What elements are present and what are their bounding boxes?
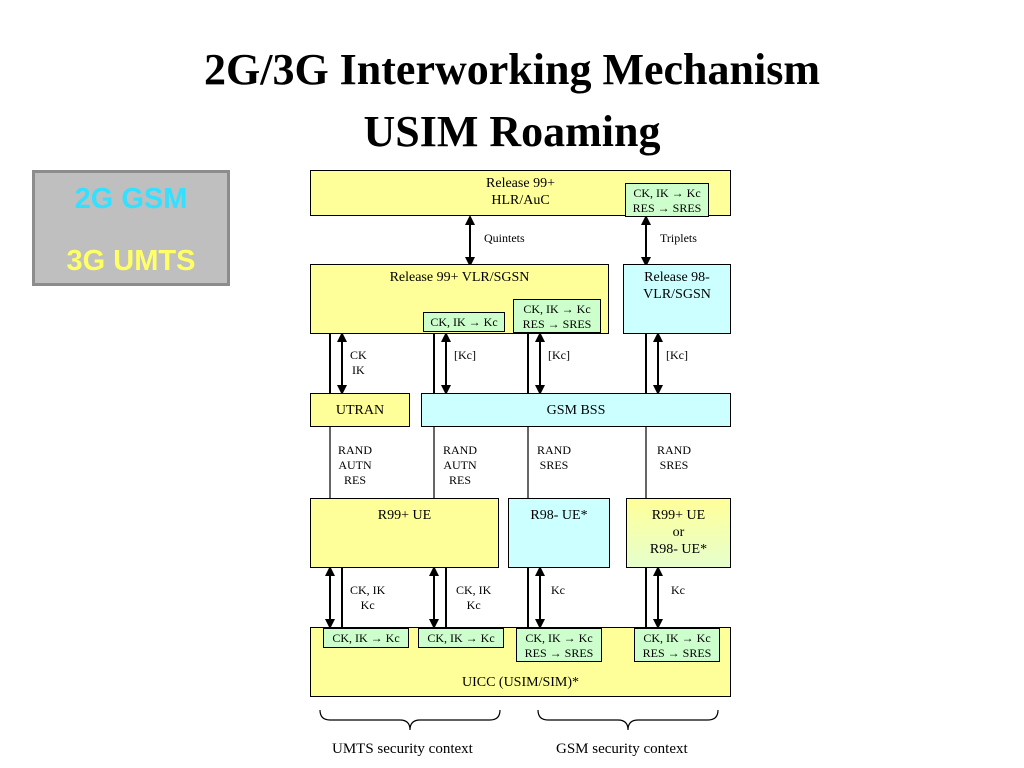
kc-label-2: [Kc]	[548, 348, 570, 362]
air-label-2: RAND AUTN RES	[443, 443, 478, 487]
uicc-conversion-box-4: CK, IK → Kc RES → SRES	[634, 628, 720, 662]
uicc-conversion-box-3: CK, IK → Kc RES → SRES	[516, 628, 602, 662]
umts-security-context-caption: UMTS security context	[332, 741, 473, 757]
quintets-label: Quintets	[484, 231, 525, 245]
utran-node: UTRAN	[310, 393, 410, 427]
ckik-label: CK IK	[350, 348, 367, 377]
uicc-conversion-box-2: CK, IK → Kc	[418, 628, 504, 648]
ue-uicc-label-3: Kc	[551, 583, 565, 597]
legend-3g-umts: 3G UMTS	[66, 245, 196, 277]
air-label-1: RAND AUTN RES	[338, 443, 373, 487]
vlr99-conversion-box-1: CK, IK → Kc	[423, 312, 505, 332]
ue-uicc-label-2: CK, IK Kc	[456, 583, 492, 612]
legend-2g-gsm: 2G GSM	[74, 183, 188, 215]
r98-ue-node: R98- UE*	[508, 498, 610, 568]
r99-ue-node: R99+ UE	[310, 498, 499, 568]
color-legend: 2G GSM 3G UMTS	[32, 170, 230, 286]
slide-title-line-2: USIM Roaming	[363, 107, 661, 156]
r99-or-r98-ue-node: R99+ UE or R98- UE*	[626, 498, 731, 568]
ue-uicc-label-4: Kc	[671, 583, 685, 597]
gsm-bss-node: GSM BSS	[421, 393, 731, 427]
triplets-label: Triplets	[660, 231, 697, 245]
uicc-conversion-box-1: CK, IK → Kc	[323, 628, 409, 648]
air-label-3: RAND SRES	[537, 443, 572, 472]
air-label-4: RAND SRES	[657, 443, 692, 472]
ue-uicc-label-1: CK, IK Kc	[350, 583, 386, 612]
release98-vlr-sgsn-node: Release 98- VLR/SGSN	[623, 264, 731, 334]
hlr-conversion-box: CK, IK → Kc RES → SRES	[625, 183, 709, 217]
gsm-security-context-caption: GSM security context	[556, 741, 688, 757]
uicc-label: UICC (USIM/SIM)*	[461, 675, 580, 690]
umts-context-brace	[319, 709, 501, 731]
kc-label-3: [Kc]	[666, 348, 688, 362]
vlr99-conversion-box-2: CK, IK → Kc RES → SRES	[513, 299, 601, 333]
gsm-context-brace	[537, 709, 719, 731]
slide-title-line-1: 2G/3G Interworking Mechanism	[204, 45, 820, 94]
kc-label-1: [Kc]	[454, 348, 476, 362]
